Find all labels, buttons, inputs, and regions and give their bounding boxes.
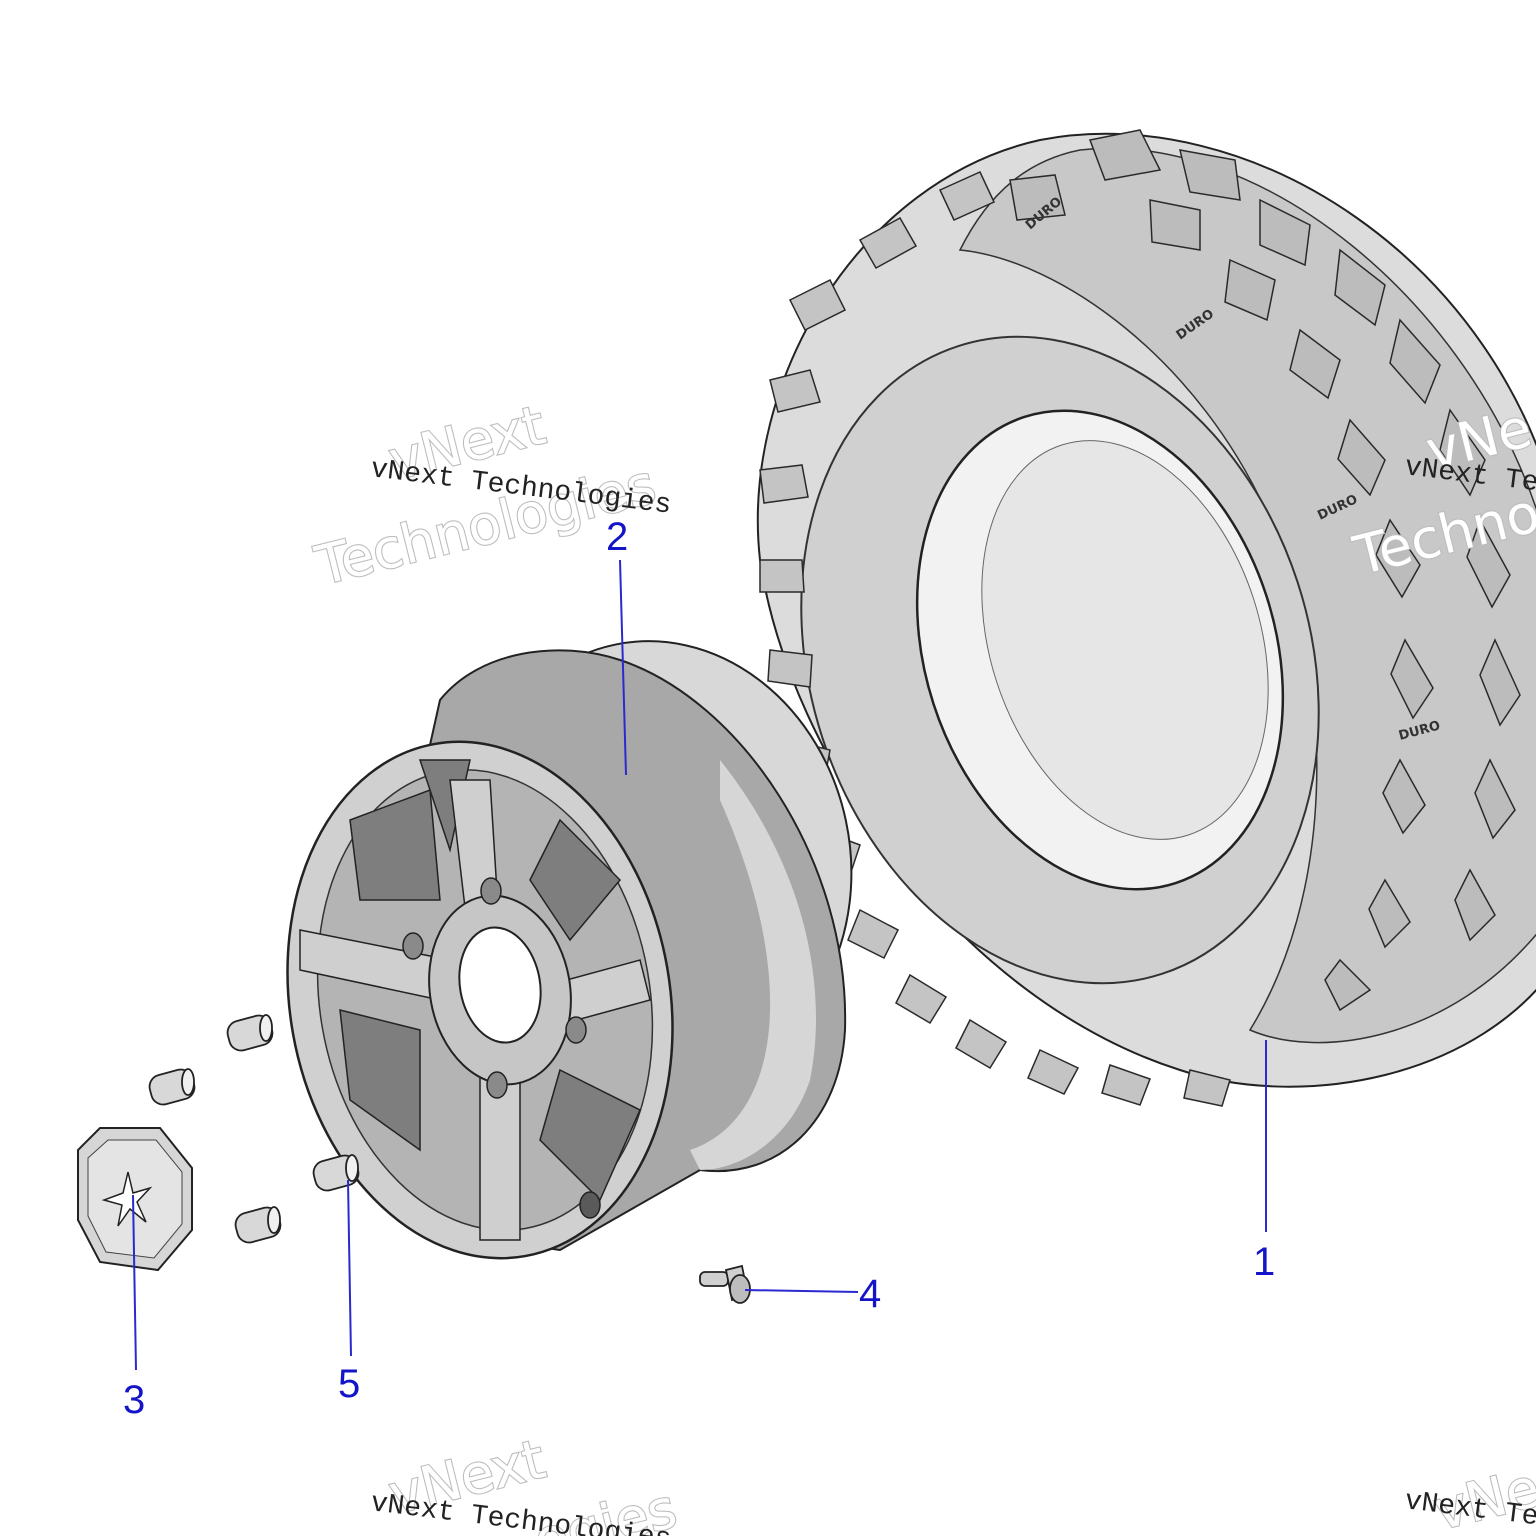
callout-1: 1 (1253, 1240, 1275, 1284)
star-logo-icon (101, 1171, 153, 1227)
leader-line-3 (132, 1194, 137, 1371)
callout-3: 3 (123, 1378, 145, 1422)
leader-line-5 (347, 1179, 352, 1357)
tire-inner-shade (981, 440, 1269, 840)
lug-nut (312, 1154, 360, 1192)
callout-2: 2 (606, 515, 628, 559)
leader-line-4 (744, 1289, 859, 1293)
center-cap (77, 1127, 193, 1272)
lug-nut (234, 1206, 282, 1244)
valve-stem (699, 1264, 751, 1304)
callout-4: 4 (859, 1272, 881, 1316)
tire: DURO DURO DURO DURO (756, 129, 1536, 1107)
lug-nut (226, 1014, 274, 1052)
leader-line-2 (619, 559, 627, 776)
leader-lines (132, 559, 1267, 1371)
rim-lug-holes (402, 877, 587, 1099)
tread-lugs (1009, 129, 1521, 1012)
tire-tread-band (958, 147, 1536, 1044)
rim-center-bore (458, 926, 542, 1044)
wheel-rim (286, 640, 853, 1260)
callouts: 1 2 3 4 5 (123, 515, 1275, 1422)
lug-nut (148, 1068, 196, 1106)
callout-5: 5 (338, 1362, 360, 1406)
rim-valve-hole (579, 1191, 601, 1219)
rim-spoke-windows (339, 759, 641, 1202)
rim-barrel-highlight (690, 760, 816, 1170)
